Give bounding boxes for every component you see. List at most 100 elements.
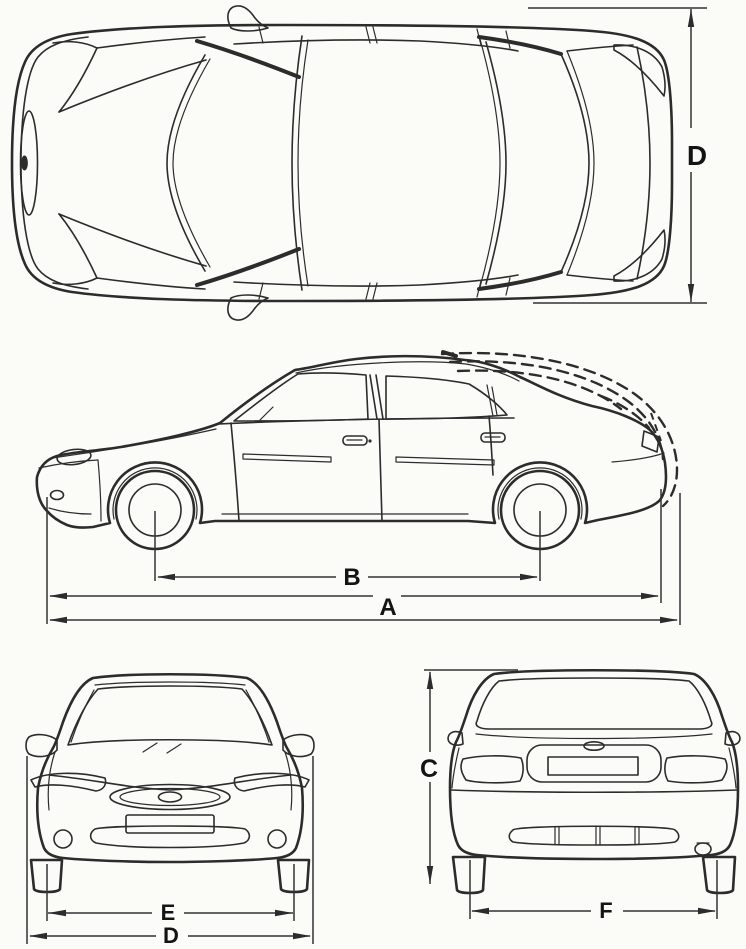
a-pillar <box>195 39 301 79</box>
arrowhead-right <box>660 616 678 624</box>
left-rear-tire <box>451 855 487 895</box>
dimension-B-wheelbase: B <box>154 511 541 591</box>
bumper-vent-strip <box>508 825 680 846</box>
dimension-label-D-top: D <box>687 140 707 171</box>
rear-view: C F <box>420 668 741 923</box>
left-tail-light <box>460 755 524 784</box>
front-badge <box>21 155 28 171</box>
rear-view-car-body <box>447 668 741 895</box>
dimension-label-B: B <box>343 564 360 591</box>
left-fog-light <box>53 829 73 849</box>
dimension-D-top: D <box>528 7 707 304</box>
side-moulding <box>242 453 332 463</box>
right-mirror-front-view <box>282 733 315 758</box>
right-mirror-top-view <box>227 294 269 321</box>
arrowhead-left <box>48 909 66 917</box>
ford-badge-rear <box>583 740 605 751</box>
hood-seams <box>58 36 207 290</box>
dimension-label-E: E <box>161 900 176 925</box>
headlights-top-view <box>52 40 98 286</box>
arrowhead-down <box>687 284 695 302</box>
grille-oval-inner <box>119 787 221 807</box>
tail-light-side-view <box>641 430 660 453</box>
rear-arch-lip <box>497 467 583 520</box>
front-view-car-body <box>25 672 315 894</box>
bumper-seam <box>38 459 99 469</box>
front-view: E D <box>25 672 315 948</box>
a-pillar-inner <box>245 689 270 743</box>
front-door-seam <box>230 422 240 522</box>
side-crease <box>728 747 737 789</box>
dimension-label-F: F <box>599 898 612 923</box>
wiper <box>166 743 182 754</box>
dimension-E-front-track: E <box>46 864 295 925</box>
side-view: B A <box>35 350 681 625</box>
vent-dividers <box>554 825 640 846</box>
fender-crease <box>47 751 56 811</box>
b-pillar <box>375 374 384 420</box>
bumper-seam-rear <box>450 789 738 794</box>
windshield-top-view <box>166 35 309 291</box>
right-tail-light <box>664 755 728 784</box>
hatchback-dashed-outline <box>440 350 679 508</box>
rear-door-window <box>385 375 508 420</box>
door-lock <box>368 439 372 443</box>
arrowhead-right <box>293 932 311 940</box>
front-arch-lip <box>112 467 198 520</box>
arrowhead-right <box>641 592 659 600</box>
left-mirror-rear-view <box>447 730 464 746</box>
left-mirror-front-view <box>25 733 58 758</box>
b-pillar <box>369 374 378 420</box>
side-moulding <box>395 456 495 466</box>
right-front-tire <box>276 858 311 894</box>
rear-window <box>475 677 713 730</box>
dimension-C-height: C <box>420 669 518 884</box>
side-crease <box>451 747 460 789</box>
rear-door-seam <box>378 418 383 522</box>
vent-window-divider <box>259 406 274 421</box>
roof-frame-line <box>94 681 246 686</box>
c-pillar <box>477 270 563 291</box>
ford-badge-front <box>157 791 183 803</box>
trunk-top-view <box>566 44 651 282</box>
fog-light-side-view <box>49 489 65 501</box>
air-dam-lip <box>48 507 92 515</box>
left-front-tire <box>29 858 64 894</box>
arrowhead-left <box>157 573 175 581</box>
grille-oval-outer <box>109 783 231 811</box>
dimension-label-D-front: D <box>163 923 179 948</box>
arrowhead-up <box>426 671 434 689</box>
front-bumper-line <box>20 36 89 290</box>
license-plate-rear <box>547 756 639 776</box>
body-outline <box>448 668 740 861</box>
arrowhead-left <box>29 932 47 940</box>
dimension-D-front: D <box>26 756 314 948</box>
body-outline <box>10 23 674 303</box>
right-headlight <box>233 772 310 792</box>
wiper <box>142 742 158 753</box>
arrowhead-left <box>49 616 67 624</box>
side-view-car-body <box>35 350 679 551</box>
tail-light-top-view <box>613 44 666 97</box>
front-grille-oval <box>19 110 39 216</box>
c-pillar <box>477 35 563 56</box>
top-view-car-body <box>10 5 674 321</box>
arrowhead-up <box>687 9 695 27</box>
left-mirror-top-view <box>227 5 269 32</box>
quarter-window-divider <box>491 386 498 416</box>
front-door-handle <box>342 435 368 446</box>
arrowhead-left <box>471 907 489 915</box>
rear-window-top-view <box>477 35 595 291</box>
arrowhead-left <box>49 592 67 600</box>
a-pillar-inner <box>70 689 95 743</box>
body-outline <box>35 354 668 529</box>
a-pillar <box>195 247 301 287</box>
exhaust-pipe <box>694 842 712 856</box>
arrowhead-down <box>426 866 434 884</box>
dimension-label-A: A <box>379 594 396 621</box>
body-outline <box>35 672 305 864</box>
plate-recess <box>526 744 662 783</box>
arrowhead-right <box>275 909 293 917</box>
